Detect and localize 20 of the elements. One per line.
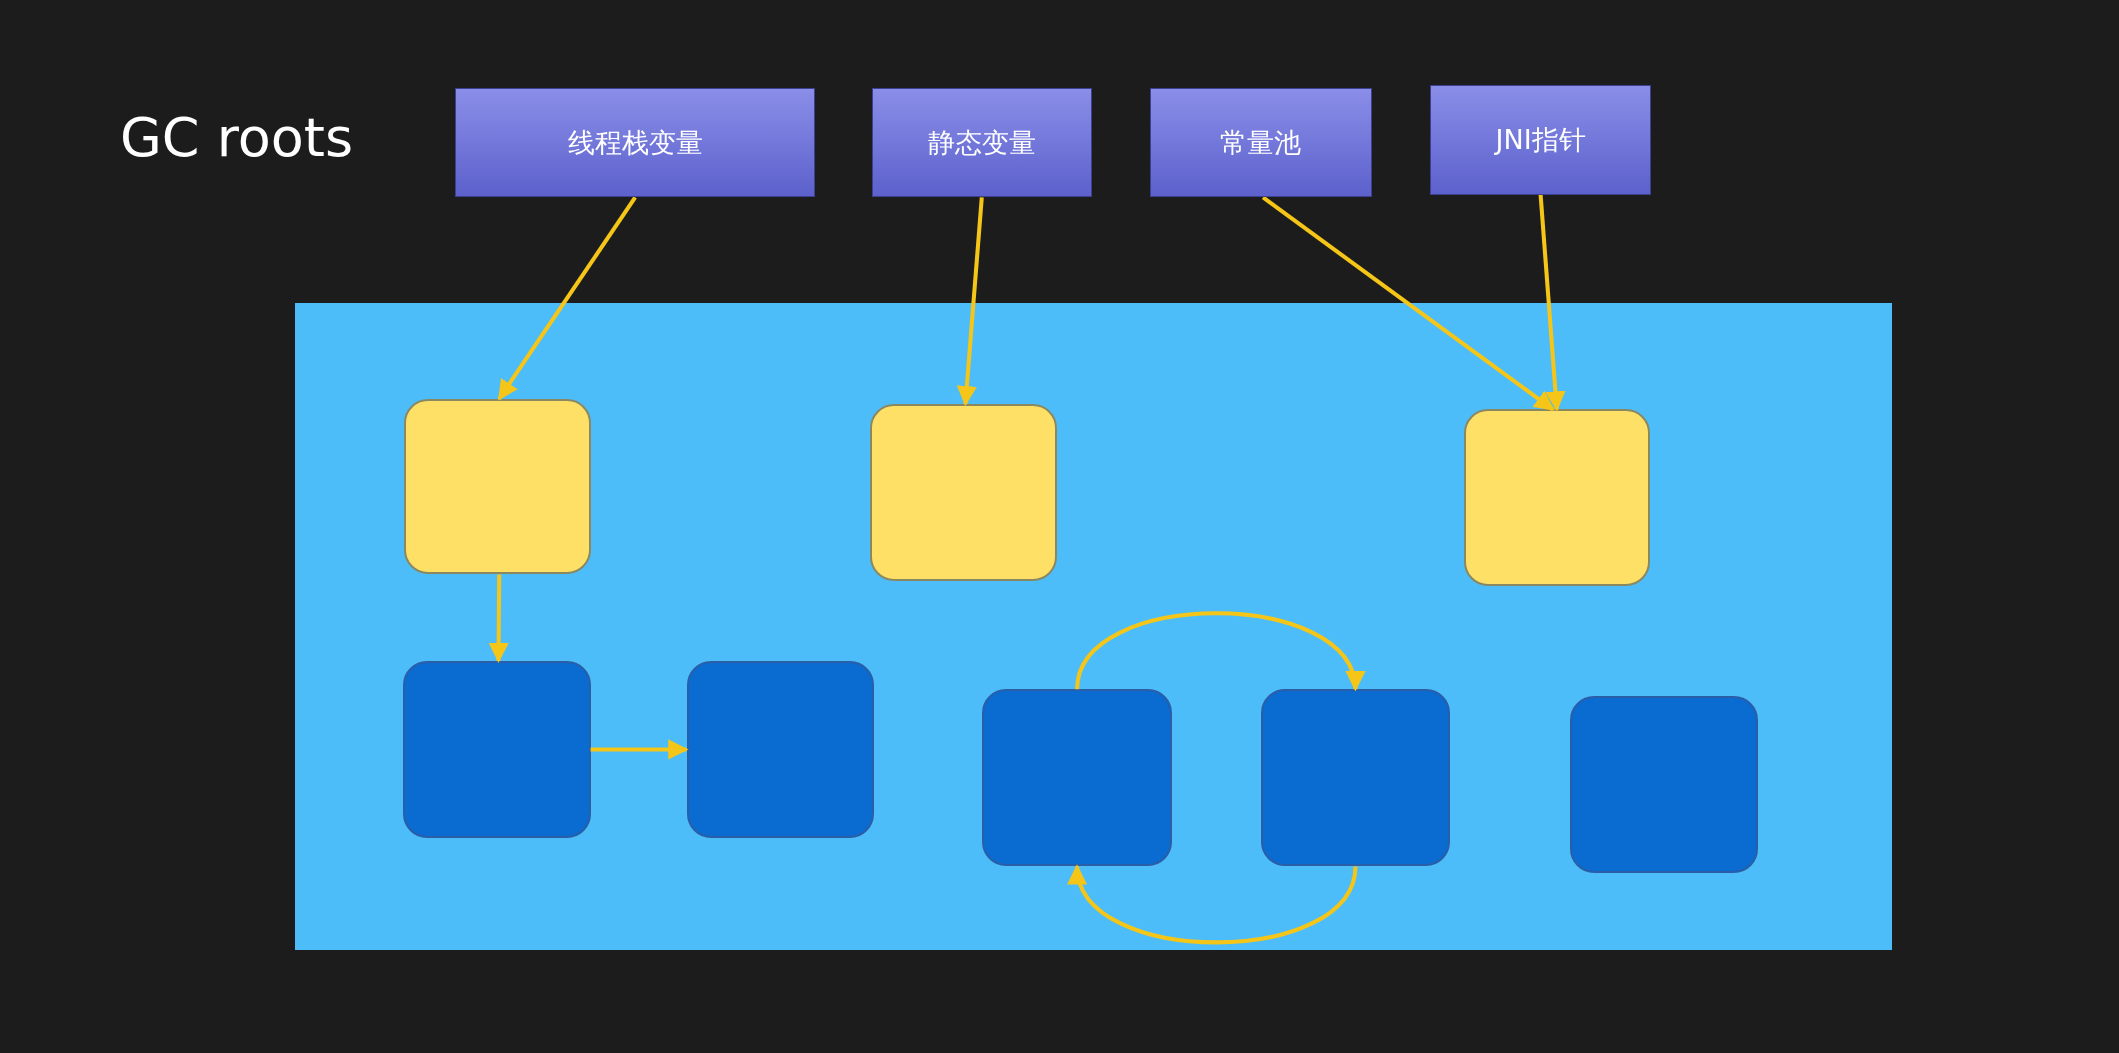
heap-area xyxy=(294,302,1892,950)
title: GC roots xyxy=(120,106,354,169)
object-box xyxy=(1463,409,1651,587)
arrow xyxy=(590,739,689,760)
arrow xyxy=(1538,194,1566,412)
arrow xyxy=(1261,195,1555,412)
object-box xyxy=(1260,689,1451,867)
object-box xyxy=(686,660,875,838)
root-box: JNI指针 xyxy=(1429,85,1652,195)
arrow xyxy=(488,574,509,663)
object-box xyxy=(870,404,1057,582)
arrow xyxy=(497,196,637,401)
object-box xyxy=(404,398,591,575)
object-box xyxy=(402,660,591,838)
arrow xyxy=(956,197,984,407)
root-box: 静态变量 xyxy=(871,87,1092,198)
object-box xyxy=(982,689,1172,867)
root-box: 线程栈变量 xyxy=(455,87,815,198)
root-box: 常量池 xyxy=(1150,87,1372,198)
object-box xyxy=(1570,695,1759,873)
